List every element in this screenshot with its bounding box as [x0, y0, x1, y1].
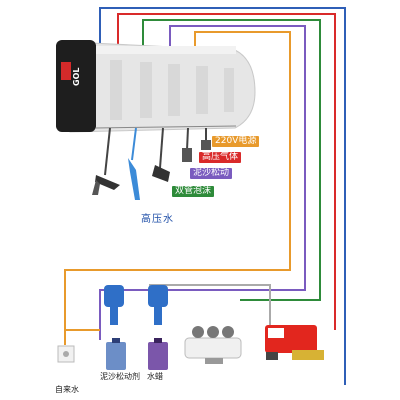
spray-guns: [92, 140, 211, 200]
bottle-sand-agent: [106, 338, 126, 370]
line-sand: [99, 25, 306, 340]
line-water: [99, 7, 346, 385]
reel-machine: [56, 40, 256, 133]
compressor: [184, 326, 242, 364]
caption-tap: 自来水: [55, 385, 79, 394]
tap-panel: [57, 345, 75, 363]
label-power: 220V电源: [212, 136, 260, 147]
label-air: 高压气体: [199, 152, 242, 163]
doser-left: [104, 285, 124, 325]
line-foam: [142, 19, 321, 301]
label-water: 高压水: [141, 214, 174, 225]
caption-wax: 水蜡: [147, 372, 163, 381]
line-tap: [64, 329, 100, 345]
label-foam: 双管泡沫: [172, 186, 215, 197]
bottle-wax: [148, 338, 168, 370]
label-sand: 泥沙松动: [190, 168, 233, 179]
brand-logo: GOL: [72, 67, 81, 86]
caption-sand-agent: 泥沙松动剂: [100, 372, 140, 381]
pressure-washer: [265, 325, 324, 360]
line-power: [64, 31, 291, 345]
doser-right: [148, 285, 168, 325]
line-air: [117, 13, 336, 330]
